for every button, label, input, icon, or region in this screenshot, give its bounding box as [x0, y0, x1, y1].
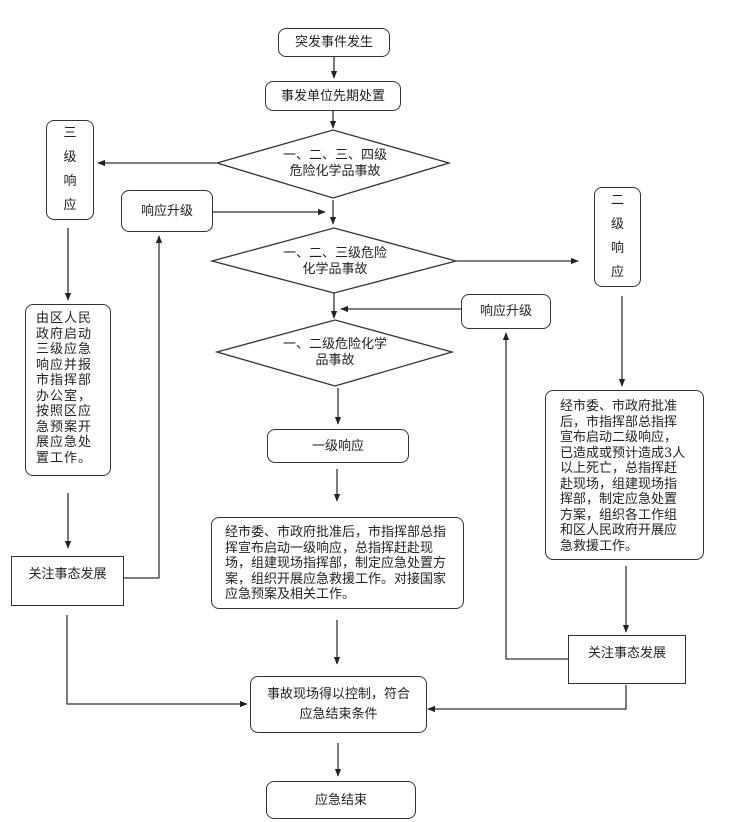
level1-response-label: 一级响应: [311, 438, 364, 454]
level2-action-text: 经市委、市政府批准后，市指挥部总指挥宣布启动二级响应，已造成或预计造成3人以上死…: [560, 399, 686, 554]
level2-action-node: 经市委、市政府批准后，市指挥部总指挥宣布启动二级响应，已造成或预计造成3人以上死…: [545, 390, 704, 560]
level3-response-node: 三 级 响 应: [46, 120, 94, 220]
initial-response-node: 事发单位先期处置: [265, 81, 401, 111]
upgrade-left-label: 响应升级: [140, 203, 193, 219]
level2-char: 响: [610, 241, 624, 256]
level2-char: 二: [610, 193, 624, 208]
decision-diamond-1: [214, 129, 452, 199]
decision3-label: 一、二级危险化学 品事故: [282, 337, 387, 368]
connector-monitor-left-controlled: [66, 615, 248, 708]
level3-char: 级: [63, 150, 77, 165]
upgrade-right-label: 响应升级: [479, 304, 532, 319]
connector-monitor-right-controlled: [427, 685, 627, 713]
monitor-left-label: 关注事态发展: [28, 567, 107, 582]
controlled-label: 事故现场得以控制，符合 应急结束条件: [266, 686, 410, 722]
level3-char: 三: [63, 126, 77, 141]
decision1-label: 一、二、三、四级 危险化学品事故: [282, 148, 387, 179]
level2-response-node: 二 级 响 应: [594, 187, 641, 287]
level1-action-text: 经市委、市政府批准后，市指挥部总指挥宣布启动一级响应，总指挥赶赴现场，组建现场指…: [225, 525, 447, 602]
decision-diamond-3: [214, 319, 455, 387]
level2-char: 级: [610, 217, 624, 232]
level1-response-node: 一级响应: [267, 429, 409, 463]
monitor-right-node: 关注事态发展: [568, 635, 686, 684]
start-node: 突发事件发生: [278, 28, 390, 57]
end-node: 应急结束: [266, 781, 416, 819]
level3-char: 应: [63, 198, 77, 213]
connector-monitor-right-upgrade: [502, 332, 568, 660]
decision2-label: 一、二、三级危险 化学品事故: [282, 246, 387, 277]
initial-response-label: 事发单位先期处置: [280, 88, 385, 104]
level3-action-text: 由区人民政府启动三级应急响应并报市指挥部办公室，按照区应急预案开展应急处置工作。: [36, 311, 93, 466]
end-label: 应急结束: [314, 792, 367, 808]
connector-monitor-left-upgrade: [124, 235, 163, 579]
level3-action-node: 由区人民政府启动三级应急响应并报市指挥部办公室，按照区应急预案开展应急处置工作。: [25, 304, 111, 476]
upgrade-left-node: 响应升级: [121, 190, 213, 232]
controlled-node: 事故现场得以控制，符合 应急结束条件: [250, 676, 427, 733]
monitor-left-node: 关注事态发展: [11, 556, 124, 606]
level2-char: 应: [610, 265, 624, 280]
level1-action-node: 经市委、市政府批准后，市指挥部总指挥宣布启动一级响应，总指挥赶赴现场，组建现场指…: [211, 517, 464, 609]
level3-char: 响: [63, 174, 77, 189]
start-label: 突发事件发生: [294, 35, 373, 50]
monitor-right-label: 关注事态发展: [587, 646, 666, 661]
decision-diamond-2: [209, 227, 459, 294]
upgrade-right-node: 响应升级: [461, 294, 551, 329]
